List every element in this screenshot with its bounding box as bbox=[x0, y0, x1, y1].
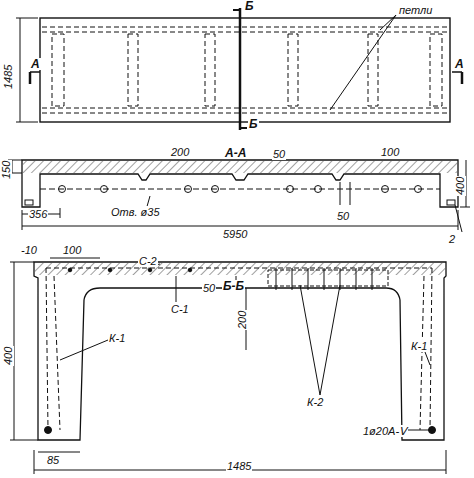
dimension: 150 bbox=[0, 160, 12, 180]
rebar-note: 1ø20А-Ⅴ bbox=[362, 425, 408, 437]
dimension: 50 bbox=[336, 210, 350, 222]
section-mark: Б bbox=[244, 0, 255, 12]
callout-number: 2 bbox=[448, 233, 456, 245]
dimension: 400 bbox=[454, 176, 466, 196]
section-title: Б-Б bbox=[222, 280, 245, 292]
dimension: 50 bbox=[272, 148, 286, 160]
rebar-mark: С-1 bbox=[170, 303, 190, 315]
dimension: -10 bbox=[20, 244, 38, 256]
section-title: А-А bbox=[224, 147, 247, 159]
dimension: 100 bbox=[62, 244, 82, 256]
rebar-mark: К-1 bbox=[410, 340, 428, 352]
dimension: 400 bbox=[2, 346, 14, 366]
dimension: 100 bbox=[380, 146, 400, 158]
dimension: 200 bbox=[236, 310, 248, 330]
dimension: 5950 bbox=[222, 228, 248, 240]
dimension: 200 bbox=[170, 146, 190, 158]
rebar-mark: С-2 bbox=[138, 255, 158, 267]
rebar-mark: К-1 bbox=[108, 332, 126, 344]
dimension: 1485 bbox=[226, 460, 252, 472]
dimension: 85 bbox=[46, 454, 60, 466]
section-mark: А bbox=[454, 58, 465, 70]
dimension: 50 bbox=[202, 282, 216, 294]
dimension: 1485 bbox=[2, 64, 14, 90]
section-mark: А bbox=[30, 58, 41, 70]
dimension: 356 bbox=[28, 208, 48, 220]
hole-note: Отв. ø35 bbox=[110, 206, 161, 218]
section-mark: Б bbox=[248, 118, 259, 130]
rebar-mark: К-2 bbox=[306, 396, 324, 408]
loop-label: петли bbox=[398, 4, 433, 16]
